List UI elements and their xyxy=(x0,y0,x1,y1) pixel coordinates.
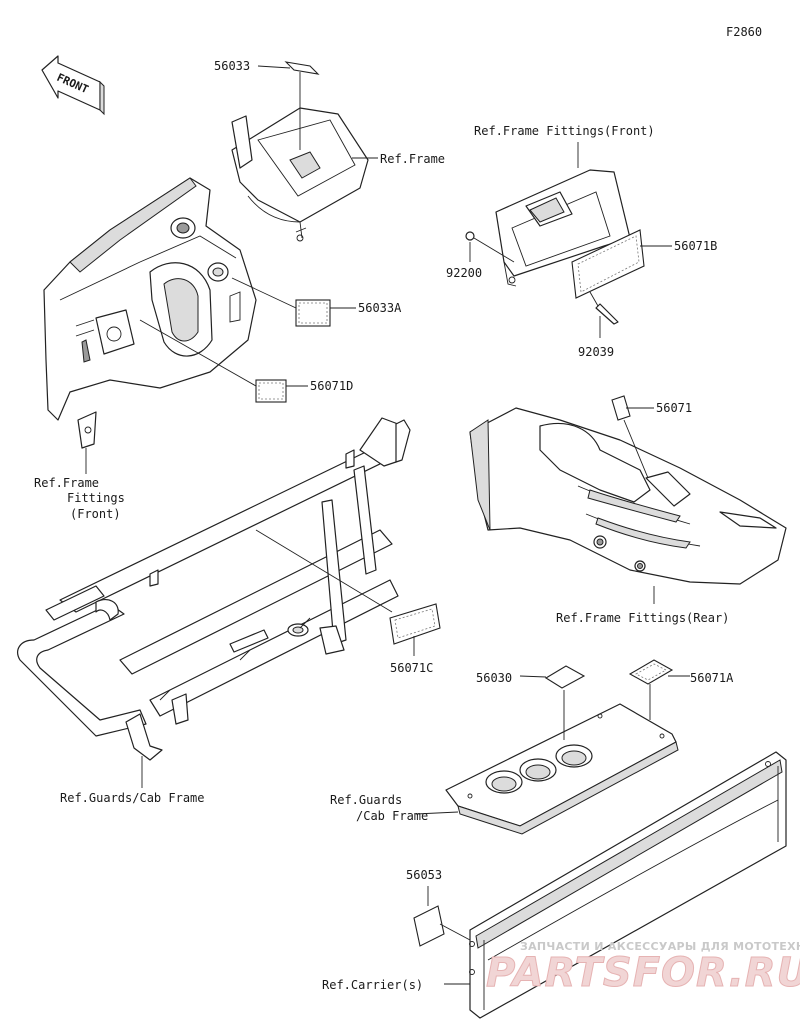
label-56071B: 56071B xyxy=(674,239,717,253)
label-ref-frame-fittings-rear: Ref.Frame Fittings(Rear) xyxy=(556,611,729,625)
decal-56053 xyxy=(413,905,445,947)
front-arrow-badge: FRONT xyxy=(41,55,105,116)
label-92039: 92039 xyxy=(578,345,614,359)
label-92200: 92200 xyxy=(446,266,482,280)
label-56071C: 56071C xyxy=(390,661,433,675)
label-ref-frame-fittings-front-left-3: (Front) xyxy=(70,507,121,521)
decal-56071A xyxy=(628,659,674,685)
label-ref-guards-cab-frame: Ref.Guards/Cab Frame xyxy=(60,791,205,805)
label-56071A: 56071A xyxy=(690,671,734,685)
label-ref-guards-cab-frame-2-line1: Ref.Guards xyxy=(330,793,402,807)
decal-56071D xyxy=(255,379,287,403)
leader-56071 xyxy=(623,407,654,479)
ref-frame-part xyxy=(231,107,369,242)
guard-plate-part xyxy=(445,703,679,835)
label-ref-frame-fittings-front-left-2: Fittings xyxy=(67,491,125,505)
label-56071: 56071 xyxy=(656,401,692,415)
label-ref-frame-fittings-front-top: Ref.Frame Fittings(Front) xyxy=(474,124,655,138)
decal-56033A xyxy=(295,299,331,327)
label-ref-frame: Ref.Frame xyxy=(380,152,445,166)
guards-cab-frame-part xyxy=(17,417,411,761)
decal-56033 xyxy=(284,61,320,75)
watermark-brand: PARTSFOR.RU xyxy=(486,950,800,996)
label-56033: 56033 xyxy=(214,59,250,73)
figure-code: F2860 xyxy=(726,25,762,39)
decal-56071 xyxy=(611,395,631,421)
leader-56071C xyxy=(255,529,415,656)
label-56030: 56030 xyxy=(476,671,512,685)
decal-56071C xyxy=(389,603,441,645)
label-56033A: 56033A xyxy=(358,301,402,315)
watermark-tagline: ЗАПЧАСТИ И АКСЕССУАРЫ ДЛЯ МОТОТЕХНИКИ xyxy=(520,940,800,953)
label-56053: 56053 xyxy=(406,868,442,882)
clip-92039 xyxy=(589,291,619,325)
leader-56033 xyxy=(257,65,301,150)
carrier-panel-part xyxy=(469,751,787,1019)
screw-92200 xyxy=(465,231,515,263)
label-ref-guards-cab-frame-2-line2: /Cab Frame xyxy=(356,809,428,823)
label-56071D: 56071D xyxy=(310,379,353,393)
decal-56030 xyxy=(544,665,586,689)
plate-56071B xyxy=(571,229,645,299)
label-ref-carriers: Ref.Carrier(s) xyxy=(322,978,423,992)
leader-56071D xyxy=(139,319,308,387)
rear-fittings-part xyxy=(469,407,787,585)
label-ref-frame-fittings-front-left-1: Ref.Frame xyxy=(34,476,99,490)
leader-56033A xyxy=(231,277,356,309)
front-fittings-part xyxy=(43,177,257,449)
